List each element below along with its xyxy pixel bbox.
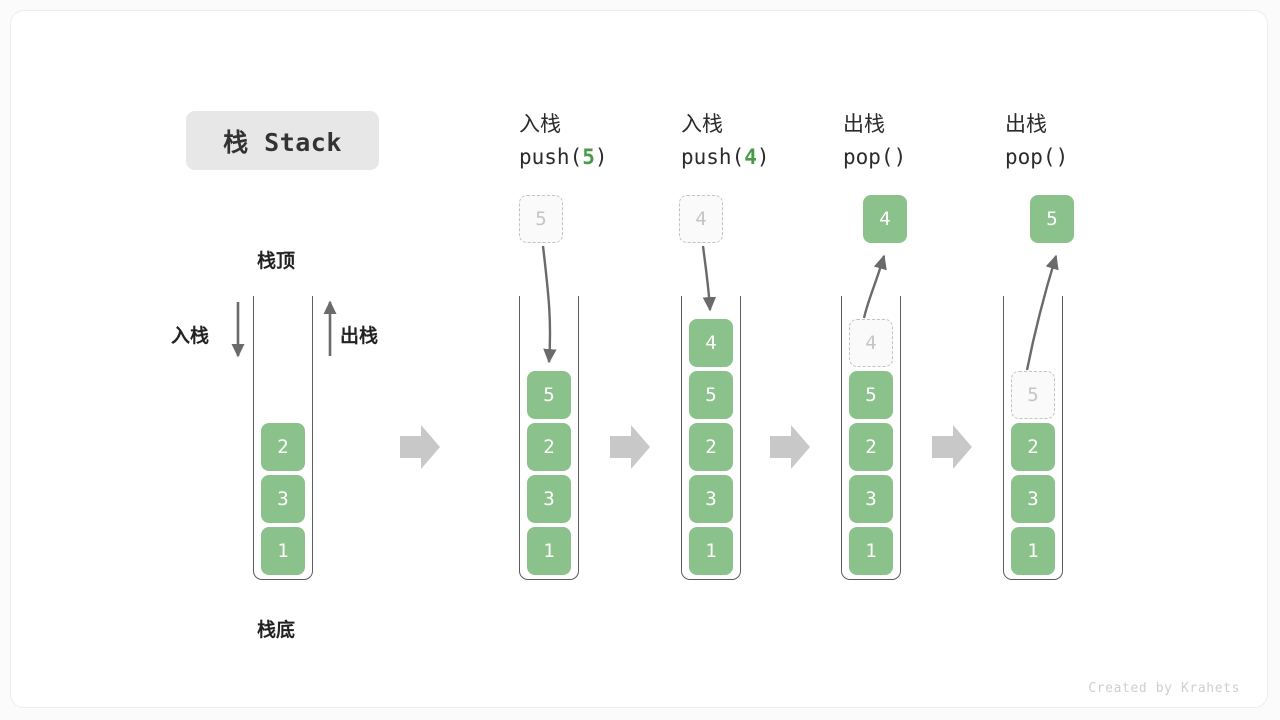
op-cn-push-5: 入栈 — [519, 112, 561, 136]
credit-footer: Created by Krahets — [1088, 681, 1240, 696]
stack-cell: 2 — [527, 423, 571, 471]
op-cn-push-4: 入栈 — [681, 112, 723, 136]
label-stack-top: 栈顶 — [257, 250, 296, 272]
floating-cell-push-4: 4 — [679, 195, 723, 243]
op-cn-pop-5: 出栈 — [1005, 112, 1047, 136]
floating-cell-pop-5: 5 — [1030, 195, 1074, 243]
stack-cell: 2 — [849, 423, 893, 471]
stack-cell: 2 — [261, 423, 305, 471]
stack-cell: 3 — [261, 475, 305, 523]
label-pop-side: 出栈 — [340, 325, 379, 347]
stack-cell: 1 — [527, 527, 571, 575]
stack-cell: 5 — [849, 371, 893, 419]
op-code-push-5: push(5) — [519, 145, 608, 169]
floating-cell-pop-4: 4 — [863, 195, 907, 243]
stack-cell: 1 — [849, 527, 893, 575]
stack-cell: 5 — [527, 371, 571, 419]
stack-cell-removed: 4 — [849, 319, 893, 367]
diagram-title-pill: 栈 Stack — [186, 111, 379, 170]
label-stack-bottom: 栈底 — [257, 619, 296, 641]
stack-cell: 2 — [689, 423, 733, 471]
page-title: 栈 Stack — [223, 127, 342, 157]
op-code-push-4: push(4) — [681, 145, 770, 169]
op-label-pop-5: 出栈 pop() — [1005, 108, 1068, 169]
stack-cell: 1 — [261, 527, 305, 575]
stack-cell-removed: 5 — [1011, 371, 1055, 419]
stack-cell: 3 — [527, 475, 571, 523]
stack-cell: 1 — [689, 527, 733, 575]
stack-cell: 3 — [689, 475, 733, 523]
stack-frame-pop-5 — [1003, 296, 1063, 580]
op-label-pop-4: 出栈 pop() — [843, 108, 906, 169]
stack-cell: 5 — [689, 371, 733, 419]
stack-frame-initial — [253, 296, 313, 580]
stack-cell: 3 — [1011, 475, 1055, 523]
stack-cell: 2 — [1011, 423, 1055, 471]
stack-frame-push-4 — [681, 296, 741, 580]
stack-cell: 3 — [849, 475, 893, 523]
op-cn-pop-4: 出栈 — [843, 112, 885, 136]
op-label-push-4: 入栈 push(4) — [681, 108, 770, 169]
floating-cell-push-5: 5 — [519, 195, 563, 243]
stack-cell: 4 — [689, 319, 733, 367]
stack-cell: 1 — [1011, 527, 1055, 575]
stack-frame-push-5 — [519, 296, 579, 580]
op-code-pop-4: pop() — [843, 145, 907, 169]
op-label-push-5: 入栈 push(5) — [519, 108, 608, 169]
op-code-pop-5: pop() — [1005, 145, 1069, 169]
stack-frame-pop-4 — [841, 296, 901, 580]
label-push-side: 入栈 — [171, 325, 210, 347]
